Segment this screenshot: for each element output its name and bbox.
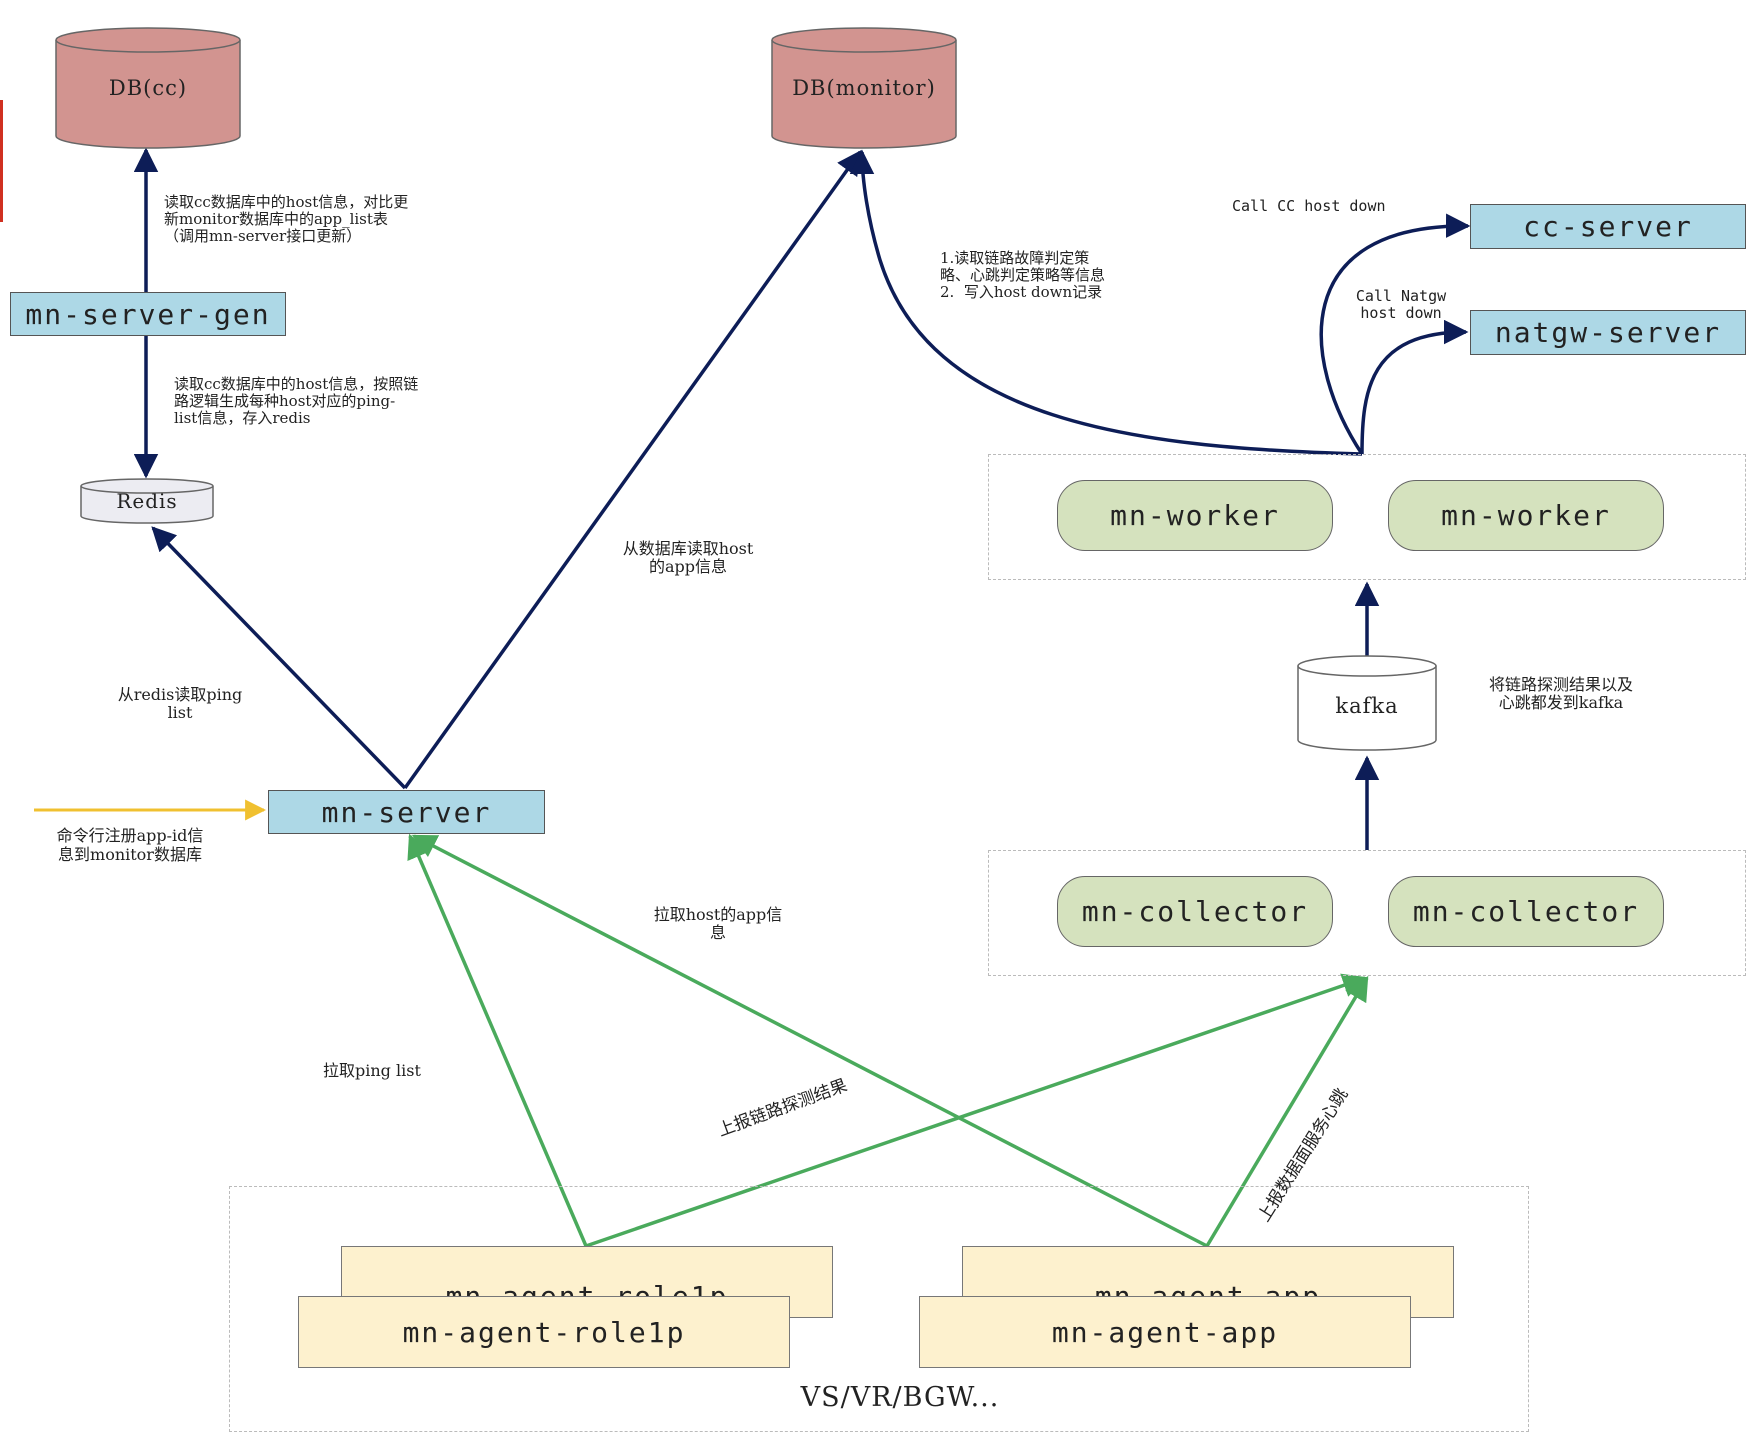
mn-collector-node-1: mn-collector (1057, 876, 1333, 947)
arrow-call-cc (1319, 213, 1471, 455)
db-cc-cylinder (55, 27, 241, 149)
mn-collector-node-2: mn-collector (1388, 876, 1664, 947)
arrow-call-natgw (1360, 319, 1469, 455)
label-gen-to-redis: 读取cc数据库中的host信息，按照链 路逻辑生成每种host对应的ping- … (174, 375, 419, 427)
label-gen-to-dbcc: 读取cc数据库中的host信息，对比更 新monitor数据库中的app_lis… (164, 193, 409, 245)
left-edge-marker (0, 100, 3, 222)
kafka-label: kafka (1335, 694, 1399, 718)
arrow-worker-to-dbmonitor (849, 149, 1363, 456)
mn-agent-roleip-front-node: mn-agent-role1p (298, 1296, 790, 1368)
arrow-app-to-collector (1205, 975, 1369, 1247)
kafka-cylinder (1297, 655, 1437, 751)
cc-server-node: cc-server (1470, 204, 1746, 249)
db-monitor-label: DB(monitor) (792, 76, 936, 100)
mn-worker-node-1: mn-worker (1057, 480, 1333, 551)
label-call-natgw: Call Natgw host down (1355, 287, 1447, 322)
agents-group-label: VS/VR/BGW... (800, 1382, 1000, 1413)
collector-group (988, 850, 1746, 976)
label-server-to-redis: 从redis读取ping list (117, 685, 243, 722)
label-pull-ping-list: 拉取ping list (323, 1061, 421, 1080)
redis-cylinder (80, 478, 214, 524)
mn-agent-app-front-node: mn-agent-app (919, 1296, 1411, 1368)
arrow-roleip-to-server (407, 833, 588, 1247)
mn-server-node: mn-server (268, 790, 545, 834)
label-worker-to-dbmonitor: 1.读取链路故障判定策 略、心跳判定策略等信息 2. 写入host down记录 (940, 249, 1106, 301)
worker-group (988, 454, 1746, 580)
arrow-server-to-dbmonitor (403, 150, 862, 790)
agents-group (229, 1186, 1529, 1432)
mn-server-gen-node: mn-server-gen (10, 292, 286, 336)
natgw-server-node: natgw-server (1470, 310, 1746, 355)
db-monitor-cylinder (771, 27, 957, 149)
arrow-roleip-to-collector (585, 973, 1368, 1248)
redis-label: Redis (116, 489, 178, 513)
label-server-to-dbmonitor: 从数据库读取host 的app信息 (622, 539, 754, 576)
arrow-app-to-server (411, 834, 1208, 1248)
mn-worker-node-2: mn-worker (1388, 480, 1664, 551)
label-cli-register: 命令行注册app-id信 息到monitor数据库 (56, 826, 204, 864)
label-call-cc: Call CC host down (1232, 197, 1386, 215)
arrow-server-to-redis (151, 526, 407, 790)
label-collector-to-kafka: 将链路探测结果以及 心跳都发到kafka (1488, 675, 1633, 712)
db-cc-label: DB(cc) (108, 76, 188, 100)
label-pull-host-app: 拉取host的app信 息 (653, 905, 783, 942)
